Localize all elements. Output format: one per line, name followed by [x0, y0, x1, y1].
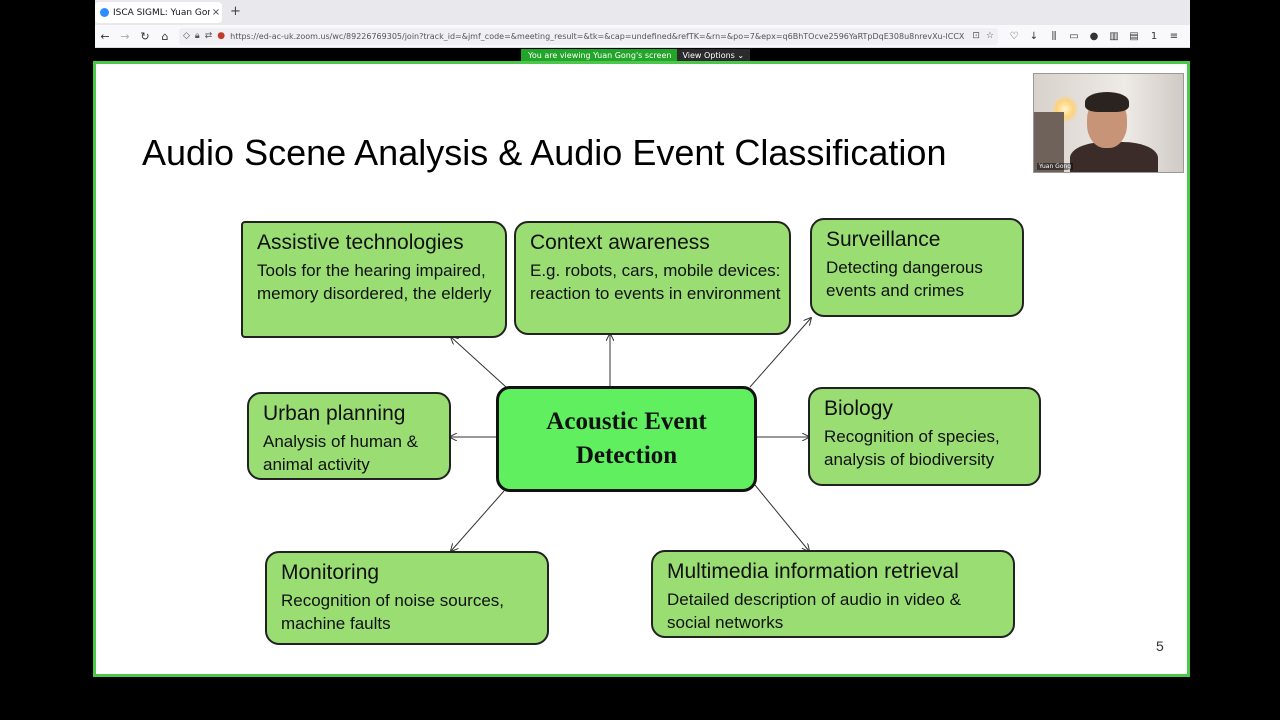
- arrow-to-monitoring: [451, 490, 505, 551]
- box-description: Recognition of noise sources, machine fa…: [281, 591, 505, 633]
- downloads-icon[interactable]: ↓: [1029, 30, 1039, 42]
- box-description: Detecting dangerous events and crimes: [826, 258, 983, 300]
- chevron-down-icon: ⌄: [737, 51, 745, 60]
- participant-video[interactable]: Yuan Gong: [1033, 73, 1184, 173]
- browser-tab[interactable]: ISCA SIGML: Yuan Gong ×: [95, 2, 222, 23]
- reload-icon[interactable]: ↻: [140, 29, 150, 43]
- center-line-2: Detection: [575, 442, 678, 469]
- close-tab-icon[interactable]: ×: [211, 7, 221, 18]
- shared-slide: Audio Scene Analysis & Audio Event Class…: [93, 61, 1190, 677]
- box-urban-planning: Urban planning Analysis of human & anima…: [247, 392, 451, 480]
- account-icon[interactable]: ●: [1089, 30, 1099, 42]
- back-icon[interactable]: ←: [100, 29, 110, 43]
- url-text: https://ed-ac-uk.zoom.us/wc/89226769305/…: [230, 31, 965, 41]
- zoom-favicon-icon: [100, 8, 109, 17]
- box-surveillance: Surveillance Detecting dangerous events …: [810, 218, 1024, 317]
- box-description: Analysis of human & animal activity: [263, 432, 418, 474]
- lock-icon: 🔒︎: [194, 31, 200, 41]
- center-line-1: Acoustic Event: [546, 408, 707, 435]
- navigation-toolbar: ← → ↻ ⌂ ◇ 🔒︎ ⇄ ● https://ed-ac-uk.zoom.u…: [95, 25, 1190, 48]
- box-assistive-technologies: Assistive technologies Tools for the hea…: [241, 221, 507, 338]
- arrow-to-assistive: [451, 337, 507, 388]
- tab-strip: ISCA SIGML: Yuan Gong × +: [95, 0, 1190, 25]
- box-title: Biology: [824, 397, 893, 420]
- pocket-save-icon[interactable]: ♡: [1009, 30, 1019, 42]
- box-multimedia-retrieval: Multimedia information retrieval Detaile…: [651, 550, 1015, 638]
- center-node: Acoustic Event Detection: [496, 386, 757, 492]
- box-title: Surveillance: [826, 228, 941, 251]
- box-title: Urban planning: [263, 402, 406, 425]
- toolbar-count[interactable]: 1: [1150, 30, 1158, 42]
- box-title: Context awareness: [530, 231, 710, 254]
- forward-icon[interactable]: →: [120, 29, 130, 43]
- slide-title: Audio Scene Analysis & Audio Event Class…: [142, 132, 947, 173]
- box-description: Detailed description of audio in video &…: [667, 590, 961, 632]
- shield-icon: ◇: [183, 31, 190, 41]
- viewing-status: You are viewing Yuan Gong's screen: [521, 49, 678, 62]
- box-monitoring: Monitoring Recognition of noise sources,…: [265, 551, 549, 645]
- shelf: [1034, 112, 1064, 172]
- box-title: Assistive technologies: [257, 231, 464, 254]
- new-tab-button[interactable]: +: [230, 4, 241, 19]
- arrow-to-surveillance: [749, 318, 811, 388]
- box-description: E.g. robots, cars, mobile devices: react…: [530, 261, 781, 303]
- box-context-awareness: Context awareness E.g. robots, cars, mob…: [514, 221, 791, 335]
- arrow-to-multimedia: [754, 484, 809, 551]
- pocket-icon[interactable]: ⊡: [972, 31, 980, 41]
- view-options-button[interactable]: View Options ⌄: [677, 49, 751, 62]
- microphone-icon: ●: [217, 31, 226, 41]
- box-title: Multimedia information retrieval: [667, 560, 959, 583]
- box-description: Tools for the hearing impaired, memory d…: [257, 261, 492, 303]
- connector-arrows: [96, 64, 1193, 680]
- library-icon[interactable]: ⫼: [1051, 30, 1057, 42]
- slide-page-number: 5: [1156, 638, 1164, 654]
- box-biology: Biology Recognition of species, analysis…: [808, 387, 1041, 486]
- sidebar-icon[interactable]: ▭: [1069, 30, 1079, 42]
- home-icon[interactable]: ⌂: [161, 29, 169, 43]
- address-bar[interactable]: ◇ 🔒︎ ⇄ ● https://ed-ac-uk.zoom.us/wc/892…: [179, 27, 998, 45]
- box-title: Monitoring: [281, 561, 380, 584]
- box-description: Recognition of species, analysis of biod…: [824, 427, 1000, 469]
- tab-title: ISCA SIGML: Yuan Gong: [113, 7, 210, 18]
- reader-icon[interactable]: ▤: [1129, 30, 1139, 42]
- extensions-icon[interactable]: ▥: [1109, 30, 1119, 42]
- view-options-label: View Options: [682, 51, 735, 60]
- permissions-icon: ⇄: [204, 31, 213, 41]
- participant-name: Yuan Gong: [1037, 163, 1074, 170]
- menu-icon[interactable]: ≡: [1169, 30, 1179, 42]
- screen-share-banner: You are viewing Yuan Gong's screen View …: [521, 49, 751, 62]
- bookmark-star-icon[interactable]: ☆: [985, 31, 994, 41]
- participant-hair: [1085, 92, 1129, 112]
